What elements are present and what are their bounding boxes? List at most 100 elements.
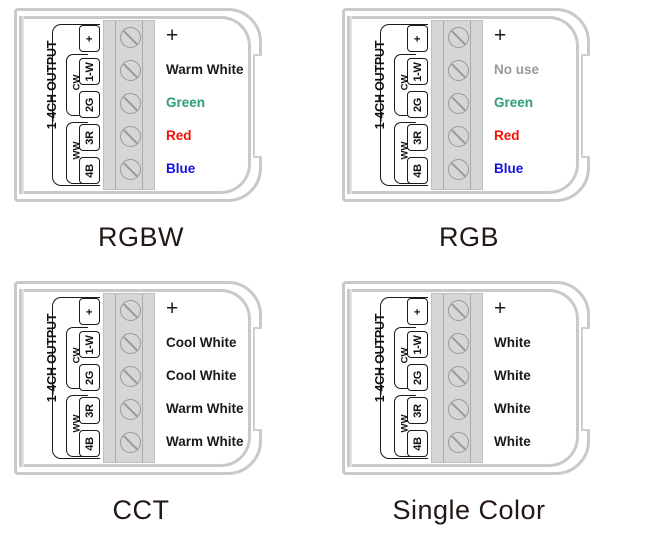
pin-marking-label: 2G xyxy=(83,370,96,385)
pin-marking-1: 1-W xyxy=(79,58,100,85)
channel-label-1: Cool White xyxy=(166,335,237,350)
channel-label-2: Green xyxy=(166,95,206,110)
channel-label-positive: + xyxy=(166,24,179,47)
panel-caption-rgb: RGB xyxy=(438,222,499,252)
channel-label-3: Red xyxy=(166,128,192,143)
pin-marking-1: 1-W xyxy=(407,331,428,358)
screw-terminal-icon-1 xyxy=(448,60,469,81)
screw-terminal-icon-3 xyxy=(120,399,141,420)
pin-marking-1: 1-W xyxy=(79,331,100,358)
pin-marking-0: + xyxy=(79,25,100,52)
sub-group-bracket-cw: CW xyxy=(66,327,88,389)
channel-label-1: White xyxy=(494,335,531,350)
pin-marking-label: + xyxy=(411,35,424,42)
screw-terminal-icon-2 xyxy=(120,366,141,387)
pin-marking-label: 3R xyxy=(411,130,424,145)
pin-marking-3: 3R xyxy=(407,397,428,424)
screw-terminal-block xyxy=(103,293,155,463)
screw-terminal-icon-3 xyxy=(448,399,469,420)
channel-label-3: Red xyxy=(494,128,520,143)
device-case-left-edge xyxy=(19,289,24,467)
device-case-left-edge xyxy=(347,16,352,194)
terminal-block-divider-right xyxy=(142,21,143,189)
channel-label-4: Warm White xyxy=(166,434,244,449)
pin-marking-label: 2G xyxy=(411,97,424,112)
pin-marking-1: 1-W xyxy=(407,58,428,85)
screw-terminal-icon-1 xyxy=(448,333,469,354)
sub-group-bracket-ww: WW xyxy=(66,395,88,457)
device-case-side-tab xyxy=(253,327,262,431)
pin-marking-label: 1-W xyxy=(83,334,96,355)
pin-marking-2: 2G xyxy=(407,364,428,391)
output-group-label: 1-4CH OUTPUT xyxy=(373,313,387,403)
screw-terminal-icon-4 xyxy=(448,159,469,180)
channel-label-positive: + xyxy=(494,297,507,320)
pin-marking-label: 4B xyxy=(83,436,96,451)
sub-group-bracket-ww: WW xyxy=(66,122,88,184)
device-case-side-tab xyxy=(253,54,262,158)
screw-terminal-icon-0 xyxy=(448,27,469,48)
output-group-label: 1-4CH OUTPUT xyxy=(45,313,59,403)
screw-terminal-icon-0 xyxy=(120,27,141,48)
device-case-left-edge xyxy=(347,289,352,467)
pin-marking-label: 1-W xyxy=(411,61,424,82)
pin-marking-label: + xyxy=(83,35,96,42)
pin-marking-label: 2G xyxy=(83,97,96,112)
screw-terminal-icon-2 xyxy=(120,93,141,114)
pin-marking-label: 3R xyxy=(83,130,96,145)
pin-marking-2: 2G xyxy=(79,91,100,118)
screw-terminal-icon-4 xyxy=(120,432,141,453)
pin-marking-4: 4B xyxy=(79,430,100,457)
panel-caption-single-color: Single Color xyxy=(392,495,546,525)
pin-marking-label: + xyxy=(411,308,424,315)
screw-terminal-icon-1 xyxy=(120,333,141,354)
terminal-block-divider-right xyxy=(470,294,471,462)
screw-terminal-icon-0 xyxy=(120,300,141,321)
pin-marking-3: 3R xyxy=(407,124,428,151)
channel-label-4: White xyxy=(494,434,531,449)
screw-terminal-icon-4 xyxy=(120,159,141,180)
channel-label-1: Warm White xyxy=(166,62,244,77)
channel-label-2: Cool White xyxy=(166,368,237,383)
device-case-side-tab xyxy=(581,54,590,158)
output-group-bracket xyxy=(380,24,428,186)
sub-group-bracket-ww: WW xyxy=(394,122,416,184)
pin-marking-4: 4B xyxy=(407,157,428,184)
pin-marking-label: 2G xyxy=(411,370,424,385)
output-group-bracket xyxy=(380,297,428,459)
screw-terminal-icon-0 xyxy=(448,300,469,321)
pin-marking-0: + xyxy=(407,298,428,325)
panel-caption-rgbw: RGBW xyxy=(98,222,184,252)
pin-marking-label: 4B xyxy=(411,163,424,178)
output-group-bracket xyxy=(52,297,100,459)
terminal-block-divider-right xyxy=(142,294,143,462)
pin-marking-4: 4B xyxy=(79,157,100,184)
screw-terminal-icon-3 xyxy=(120,126,141,147)
screw-terminal-icon-4 xyxy=(448,432,469,453)
channel-label-positive: + xyxy=(494,24,507,47)
terminal-block-divider-left xyxy=(443,294,444,462)
sub-group-bracket-cw: CW xyxy=(394,327,416,389)
panel-caption-cct: CCT xyxy=(112,495,170,525)
output-group-label: 1-4CH OUTPUT xyxy=(373,40,387,130)
screw-terminal-icon-3 xyxy=(448,126,469,147)
pin-marking-3: 3R xyxy=(79,124,100,151)
pin-marking-label: 4B xyxy=(83,163,96,178)
channel-label-1: No use xyxy=(494,62,540,77)
channel-label-3: Warm White xyxy=(166,401,244,416)
pin-marking-2: 2G xyxy=(407,91,428,118)
device-case-left-edge xyxy=(19,16,24,194)
